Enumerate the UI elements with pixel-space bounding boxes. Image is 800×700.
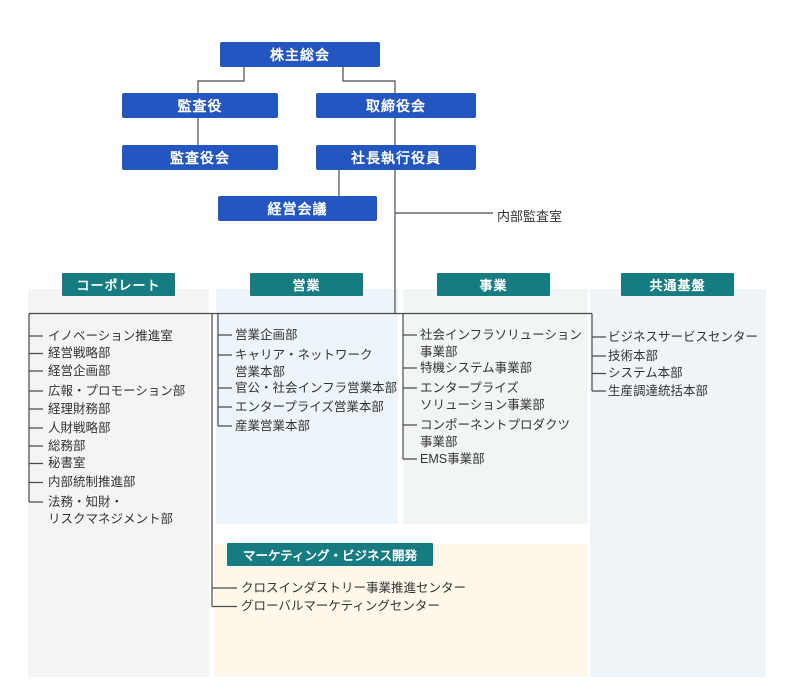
org-item: ビジネスサービスセンター xyxy=(608,330,759,344)
marketing-panel xyxy=(214,544,588,677)
group-header-business: 事業 xyxy=(437,273,550,296)
sales-panel xyxy=(216,289,398,524)
org-item: 生産調達統括本部 xyxy=(608,384,709,398)
org-item: 技術本部 xyxy=(608,349,659,363)
business-panel xyxy=(403,289,588,524)
board-of-directors-box: 取締役会 xyxy=(316,93,476,118)
org-item: エンタープライズ ソリューション事業部 xyxy=(420,381,545,412)
corporate-panel xyxy=(28,289,209,677)
org-item: 内部統制推進部 xyxy=(48,475,136,489)
auditor-box: 監査役 xyxy=(122,93,278,118)
org-item: 官公・社会インフラ営業本部 xyxy=(235,381,398,395)
org-item: 産業営業本部 xyxy=(235,419,311,433)
org-item: 社会インフラソリューション 事業部 xyxy=(420,328,582,359)
audit-board-box: 監査役会 xyxy=(122,145,278,170)
shared-platform-panel xyxy=(590,289,766,677)
org-item: 経営企画部 xyxy=(48,364,111,378)
org-item: グローバルマーケティングセンター xyxy=(241,599,440,613)
group-header-shared-platform: 共通基盤 xyxy=(621,273,734,296)
org-item: 特機システム事業部 xyxy=(420,361,533,375)
org-item: クロスインダストリー事業推進センター xyxy=(241,581,467,595)
org-item: 秘書室 xyxy=(48,456,86,470)
group-header-sales: 営業 xyxy=(250,273,363,296)
org-item: 法務・知財・ リスクマネジメント部 xyxy=(48,495,174,526)
group-header-marketing: マーケティング・ビジネス開発 xyxy=(227,543,433,566)
org-item: 広報・プロモーション部 xyxy=(48,384,186,398)
shareholders-meeting-box: 株主総会 xyxy=(220,42,380,67)
org-item: キャリア・ネットワーク 営業本部 xyxy=(235,348,373,379)
org-item: 総務部 xyxy=(48,439,86,453)
org-item: エンタープライズ営業本部 xyxy=(235,400,384,414)
org-item: EMS事業部 xyxy=(420,452,485,466)
org-item: イノベーション推進室 xyxy=(48,329,173,343)
group-header-corporate: コーポレート xyxy=(62,273,175,296)
internal-audit-office-label: 内部監査室 xyxy=(497,209,563,224)
president-executive-box: 社長執行役員 xyxy=(316,145,476,170)
org-item: 経理財務部 xyxy=(48,402,111,416)
org-item: システム本部 xyxy=(608,366,683,380)
org-item: 経営戦略部 xyxy=(48,346,111,360)
org-item: 営業企画部 xyxy=(235,328,298,342)
org-item: 人財戦略部 xyxy=(48,421,111,435)
management-meeting-box: 経営会議 xyxy=(218,196,377,221)
org-item: コンポーネントプロダクツ 事業部 xyxy=(420,418,571,449)
